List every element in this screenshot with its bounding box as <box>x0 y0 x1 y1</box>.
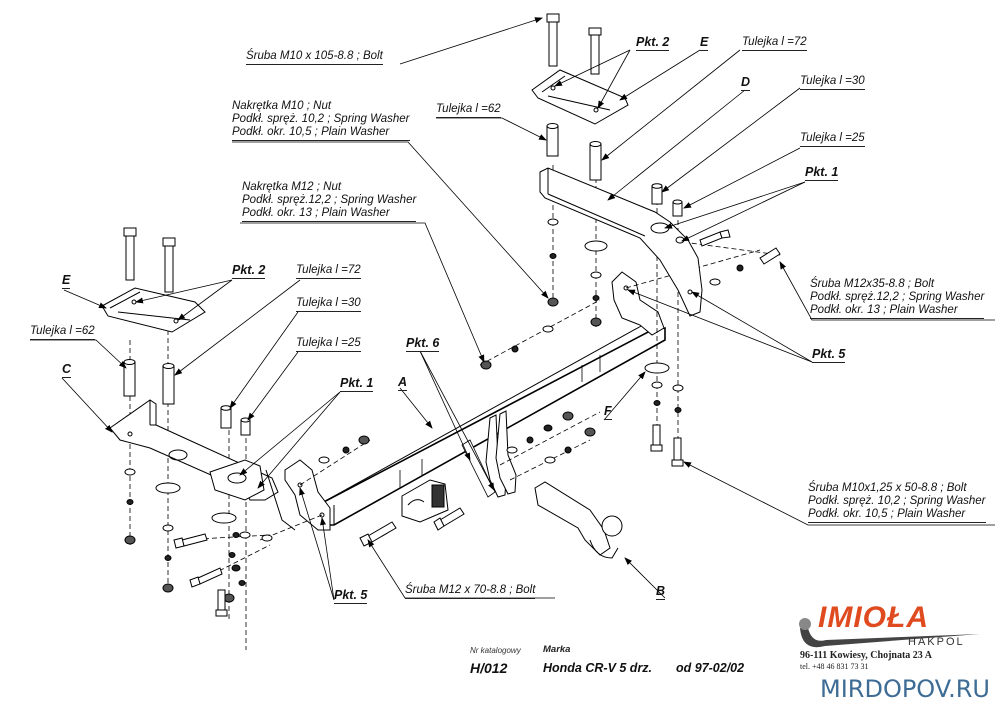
left-bolts-m12 <box>173 533 228 617</box>
nut-m12-line: Nakrętka M12 ; Nut <box>242 181 342 193</box>
logo-sub: HAKPOL <box>908 636 965 648</box>
right-pkt2-label: Pkt. 2 <box>636 35 670 51</box>
left-sleeve-62-label: Tulejka l =62 <box>30 325 95 340</box>
pkt6-label: Pkt. 6 <box>406 336 440 352</box>
plain-washer-10-line: Podkł. okr. 10,5 ; Plain Washer <box>232 126 390 138</box>
bolt-m12x35-label: Śruba M12x35-8.8 ; Bolt Podkł. spręż.12,… <box>810 278 985 319</box>
crossbar-a-label: A <box>398 375 408 391</box>
spring-washer-12-line: Podkł. spręż.12,2 ; Spring Washer <box>242 194 417 206</box>
watermark: MIRDOPOV.RU <box>820 675 990 703</box>
spring-washer-10-line: Podkł. spręż. 10,2 ; Spring Washer <box>232 113 410 125</box>
bolt-m10x125-label: Śruba M10x1,25 x 50-8.8 ; Bolt Podkł. sp… <box>808 482 986 523</box>
left-washers-nuts <box>124 435 370 603</box>
right-pkt1-label: Pkt. 1 <box>805 165 839 181</box>
plain-washer-10-line: Podkł. okr. 10,5 ; Plain Washer <box>808 508 966 520</box>
right-bracket-d <box>539 167 703 317</box>
spring-washer-12-line: Podkł. spręż.12,2 ; Spring Washer <box>810 291 985 303</box>
catalog-number: H/012 <box>470 660 508 676</box>
electrical-socket-plate <box>401 479 449 523</box>
nut-m10-label: Nakrętka M10 ; Nut Podkł. spręż. 10,2 ; … <box>232 100 410 141</box>
right-sleeve-30-label: Tulejka l =30 <box>800 75 865 90</box>
right-sleeve-62-label: Tulejka l =62 <box>436 103 501 118</box>
right-sleeve-72-label: Tulejka l =72 <box>742 36 807 51</box>
left-pkt1-label: Pkt. 1 <box>340 376 374 392</box>
left-plate-e-label: E <box>62 273 71 289</box>
bolt-m12x35-line: Śruba M12x35-8.8 ; Bolt <box>810 278 935 290</box>
brand-caption: Marka <box>543 644 571 655</box>
left-plate-e <box>101 287 206 333</box>
bolt-m10x105-label: Śruba M10 x 105-8.8 ; Bolt <box>246 50 383 65</box>
left-bolts-m10 <box>123 227 176 293</box>
catalog-number-caption: Nr katalogowy <box>470 646 521 655</box>
imiola-logo-mark <box>799 618 980 648</box>
left-pkt2-label: Pkt. 2 <box>232 263 266 279</box>
right-side-plate <box>611 271 665 336</box>
bolt-m10x125-line: Śruba M10x1,25 x 50-8.8 ; Bolt <box>808 482 967 494</box>
company-phone: tel. +48 46 831 73 31 <box>800 662 869 671</box>
company-address: 96-111 Kowiesy, Chojnata 23 A <box>800 650 932 661</box>
nut-m10-line: Nakrętka M10 ; Nut <box>232 100 332 112</box>
logo-brand: IMIOŁA <box>818 601 929 634</box>
right-sleeve-25-label: Tulejka l =25 <box>800 132 865 147</box>
bracket-c-label: C <box>62 362 72 378</box>
bolt-m12x70-label: Śruba M12 x 70-8.8 ; Bolt <box>405 584 536 599</box>
left-sleeve-25-label: Tulejka l =25 <box>296 337 361 352</box>
plain-washer-13-line: Podkł. okr. 13 ; Plain Washer <box>242 207 390 219</box>
plate-f-label: F <box>604 404 612 420</box>
right-plate-e <box>531 69 629 125</box>
tow-ball-b-label: B <box>656 584 666 600</box>
left-sleeve-30-label: Tulejka l =30 <box>296 297 361 312</box>
left-pkt5-label: Pkt. 5 <box>334 588 368 604</box>
vehicle-model: Honda CR-V 5 drz. <box>543 661 653 675</box>
nut-m12-label: Nakrętka M12 ; Nut Podkł. spręż.12,2 ; S… <box>242 181 417 222</box>
right-plate-e-label: E <box>700 35 709 51</box>
right-pkt5-label: Pkt. 5 <box>812 347 846 363</box>
tow-ball-b <box>534 481 623 559</box>
right-sleeves <box>546 123 683 217</box>
right-washers-nuts <box>480 218 744 464</box>
bracket-d-label: D <box>741 75 751 91</box>
left-sleeve-72-label: Tulejka l =72 <box>296 264 361 279</box>
right-bolts-m12 <box>650 229 781 467</box>
left-bracket-c <box>109 399 296 531</box>
production-years: od 97-02/02 <box>676 661 745 675</box>
left-side-plate <box>284 459 331 531</box>
right-bolts-m10 <box>546 13 602 75</box>
plain-washer-13-line: Podkł. okr. 13 ; Plain Washer <box>810 304 958 316</box>
leader-lines <box>30 17 995 601</box>
spring-washer-10-line: Podkł. spręż. 10,2 ; Spring Washer <box>808 495 986 507</box>
